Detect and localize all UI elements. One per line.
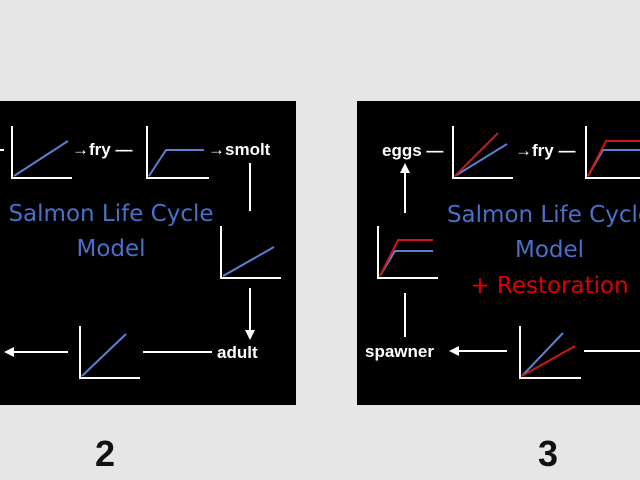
label-adult: adult <box>217 343 258 362</box>
eggs-fry-graph <box>11 126 72 179</box>
smolt-adult-graph <box>220 226 281 279</box>
panel-2-life-cycle: →fry — →smolt adult Salmon Life Cycle Mo… <box>0 101 296 405</box>
adult-spawner-graph <box>519 326 581 379</box>
label-smolt: →smolt <box>208 140 271 159</box>
adult-spawner-graph <box>79 326 140 379</box>
label-fry: →fry — <box>515 141 576 160</box>
panel-number-3: 3 <box>538 433 559 474</box>
fry-smolt-graph <box>585 126 640 179</box>
panel-number-2: 2 <box>95 433 116 474</box>
panel-3-life-cycle-restoration: eggs — →fry — spawner Salmon Life Cycle … <box>357 101 640 405</box>
panel-3-diagram <box>377 126 640 379</box>
label-spawner: spawner <box>365 342 434 361</box>
title-line-1: Salmon Life Cycle <box>8 201 214 227</box>
title-line-2: Model <box>514 237 585 263</box>
eggs-fry-graph <box>452 126 513 179</box>
panel-2-diagram <box>0 126 281 379</box>
label-fry: →fry — <box>72 140 133 159</box>
title-line-1: Salmon Life Cycle <box>446 202 640 228</box>
fry-smolt-graph <box>146 126 209 179</box>
spawner-eggs-graph <box>377 226 438 279</box>
title-line-3-restoration: + Restoration <box>470 273 629 299</box>
label-eggs: eggs — <box>382 141 444 160</box>
title-line-2: Model <box>76 236 146 262</box>
